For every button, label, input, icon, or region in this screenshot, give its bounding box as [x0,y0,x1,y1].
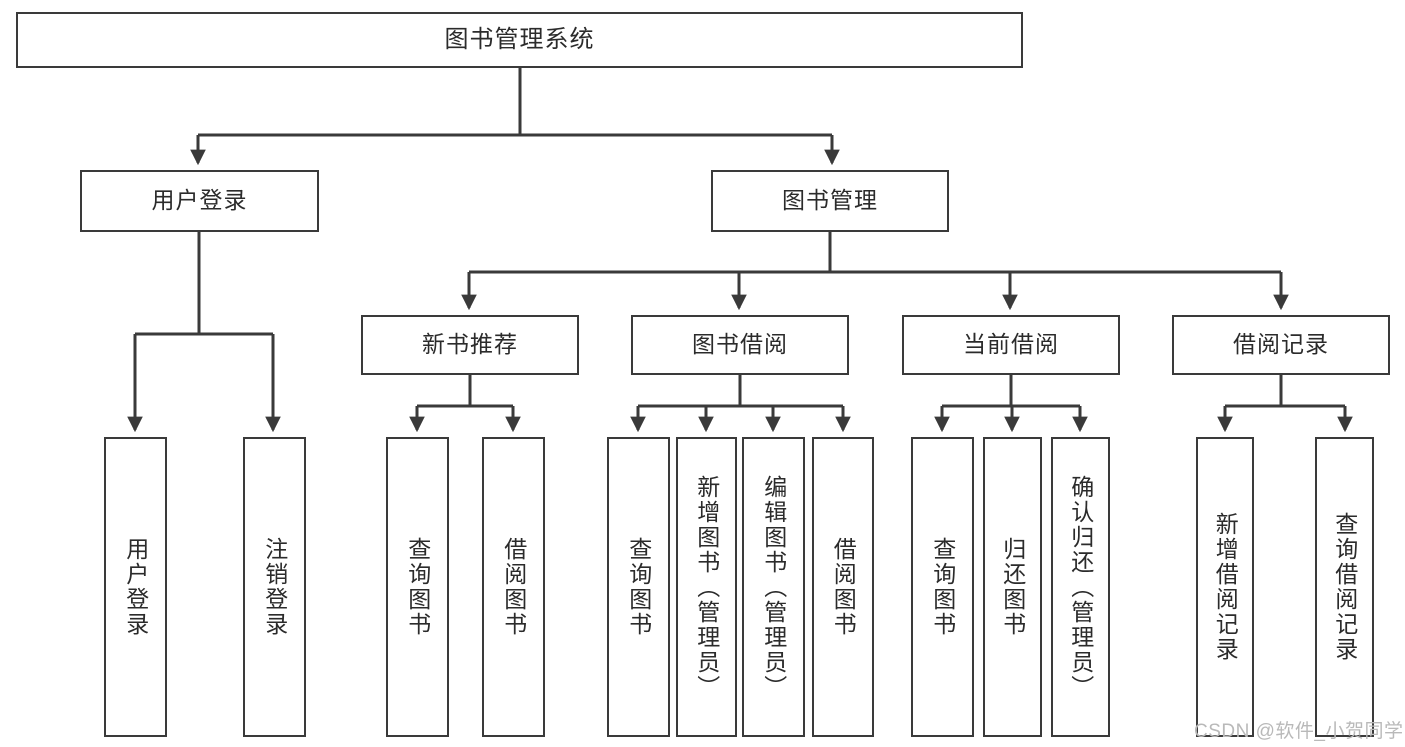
leaf-confirm-return-admin-label: 确认归还（管理员） [1067,474,1094,700]
leaf-add-borrow-record[interactable]: 新增借阅记录 [1196,437,1254,737]
leaf-edit-book-admin[interactable]: 编辑图书（管理员） [742,437,805,737]
leaf-query-borrow-record[interactable]: 查询借阅记录 [1315,437,1374,737]
node-borrow-record[interactable]: 借阅记录 [1172,315,1390,375]
node-book-management[interactable]: 图书管理 [711,170,949,232]
node-root-label: 图书管理系统 [444,25,595,53]
leaf-edit-book-admin-label: 编辑图书（管理员） [760,474,787,700]
node-book-management-label: 图书管理 [782,187,878,214]
node-user-login-label: 用户登录 [151,187,248,214]
node-new-book-recommend-label: 新书推荐 [422,331,518,358]
leaf-borrow-book[interactable]: 借阅图书 [812,437,874,737]
leaf-borrow-book-label: 借阅图书 [830,537,857,637]
leaf-return-book[interactable]: 归还图书 [983,437,1042,737]
leaf-add-book-admin-label: 新增图书（管理员） [693,474,720,700]
node-user-login[interactable]: 用户登录 [80,170,319,232]
leaf-add-book-admin[interactable]: 新增图书（管理员） [676,437,737,737]
node-new-book-recommend[interactable]: 新书推荐 [361,315,579,375]
leaf-query-borrow-record-label: 查询借阅记录 [1331,512,1358,662]
csdn-watermark: CSDN @软件_小贺同学 [1194,721,1404,742]
leaf-recommend-query-book[interactable]: 查询图书 [386,437,449,737]
leaf-logout[interactable]: 注销登录 [243,437,306,737]
leaf-user-login[interactable]: 用户登录 [104,437,167,737]
leaf-borrow-query-book-label: 查询图书 [625,537,652,637]
leaf-confirm-return-admin[interactable]: 确认归还（管理员） [1051,437,1110,737]
leaf-add-borrow-record-label: 新增借阅记录 [1212,512,1239,662]
leaf-user-login-label: 用户登录 [122,537,149,637]
node-book-borrow-label: 图书借阅 [692,331,788,358]
node-book-borrow[interactable]: 图书借阅 [631,315,849,375]
leaf-logout-label: 注销登录 [261,537,288,637]
leaf-return-book-label: 归还图书 [999,537,1026,637]
leaf-current-query-book-label: 查询图书 [929,537,956,637]
node-current-borrow[interactable]: 当前借阅 [902,315,1120,375]
node-current-borrow-label: 当前借阅 [963,331,1059,358]
leaf-recommend-query-book-label: 查询图书 [404,537,431,637]
leaf-borrow-query-book[interactable]: 查询图书 [607,437,670,737]
leaf-recommend-borrow-book[interactable]: 借阅图书 [482,437,545,737]
node-root[interactable]: 图书管理系统 [16,12,1023,68]
leaf-recommend-borrow-book-label: 借阅图书 [500,537,527,637]
node-borrow-record-label: 借阅记录 [1233,331,1329,358]
leaf-current-query-book[interactable]: 查询图书 [911,437,974,737]
